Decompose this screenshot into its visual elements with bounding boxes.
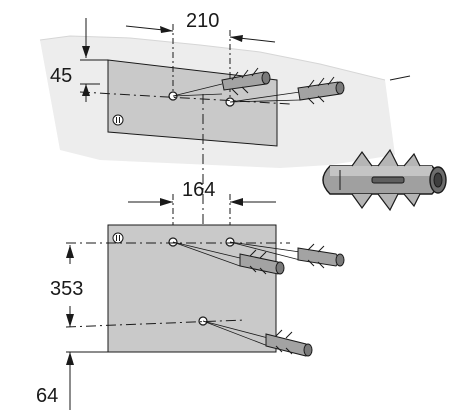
dimension-label: 64 <box>36 385 58 407</box>
bottom-mounting-plate <box>107 224 277 353</box>
dimension-label: 164 <box>182 179 215 201</box>
wall-plug-icon <box>172 241 285 275</box>
dimension-bottom-offset: 64 <box>36 352 74 410</box>
wall-plug-icon <box>202 320 313 357</box>
level-mark-icon <box>112 232 124 244</box>
dimension-bottom-spacing: 164 <box>128 179 276 240</box>
dimension-label: 353 <box>50 278 83 300</box>
dimension-label: 210 <box>186 10 219 32</box>
wall-plug-icon <box>229 76 345 105</box>
level-mark-icon <box>112 114 124 126</box>
dimension-top-spacing: 210 <box>125 10 276 98</box>
dimension-bottom-vertical: 353 <box>50 245 83 327</box>
wall-plug-icon <box>229 241 345 269</box>
wall-plug-icon <box>172 67 271 97</box>
dimension-label: 45 <box>50 65 72 87</box>
dimension-top-offset: 45 <box>50 18 108 102</box>
wall-plug-icon <box>322 148 447 212</box>
